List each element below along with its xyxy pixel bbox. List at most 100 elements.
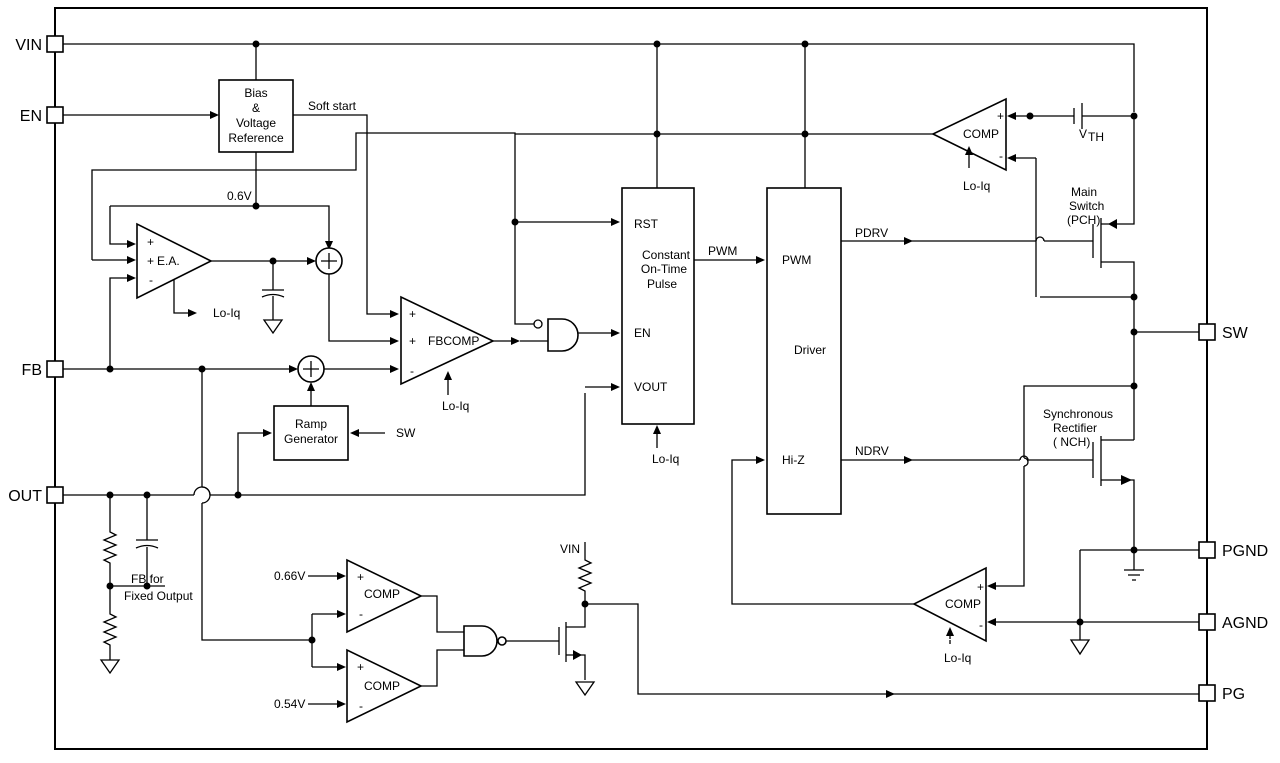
pg-pullup-resistor [577,542,593,608]
svg-text:-: - [359,699,363,713]
svg-text:-: - [359,607,363,621]
fbcomp: + + - FBCOMP [400,295,495,386]
svg-text:Main: Main [1071,185,1097,199]
pin-en-label: EN [20,108,42,125]
svg-text:E.A.: E.A. [157,254,180,268]
pgnd-net [1069,546,1199,656]
svg-text:-: - [979,618,983,632]
svg-text:COMP: COMP [963,127,999,141]
svg-text:Switch: Switch [1069,199,1104,213]
pin-vin: VIN [15,35,64,54]
constant-on-time-block: RST Constant On-Time Pulse EN VOUT [621,187,695,425]
svg-text:+: + [997,109,1004,123]
svg-text:(PCH): (PCH) [1067,213,1100,227]
error-amplifier: + + - E.A. [136,222,213,300]
comp-zero-lo-iq: Lo-Iq [944,651,971,665]
pdrv-label: PDRV [855,226,888,240]
pin-pgnd-label: PGND [1222,543,1268,560]
svg-text:COMP: COMP [945,597,981,611]
svg-text:+: + [409,334,416,348]
svg-text:EN: EN [634,326,651,340]
svg-text:Voltage: Voltage [236,116,276,130]
svg-text:Rectifier: Rectifier [1053,421,1097,435]
svg-text:FBCOMP: FBCOMP [428,334,479,348]
ndrv-label: NDRV [855,444,889,458]
ref-06v-label: 0.6V [227,189,252,203]
fbcomp-lo-iq: Lo-Iq [442,399,469,413]
svg-text:COMP: COMP [364,587,400,601]
vth-label: V [1079,127,1087,141]
pin-agnd-label: AGND [1222,615,1268,632]
svg-text:Synchronous: Synchronous [1043,407,1113,421]
pin-out-label: OUT [8,488,42,505]
comp-pg-high: + - COMP [346,558,423,634]
pin-sw-label: SW [1222,325,1249,342]
svg-text:+: + [147,235,154,249]
pg-nmos [558,604,596,697]
pin-fb: FB [22,360,64,379]
soft-start-label: Soft start [308,99,357,113]
pin-pg: PG [1198,684,1245,703]
ramp-generator: Ramp Generator [273,405,349,461]
svg-text:PWM: PWM [782,253,811,267]
svg-text:Bias: Bias [244,86,267,100]
pwm-label: PWM [708,244,737,258]
comp-zero-cross: + - COMP [912,566,987,643]
fb-fixed-label-2: Fixed Output [124,589,193,603]
pin-fb-label: FB [22,362,42,379]
vth-sub-label: TH [1088,130,1104,144]
summer-top [315,247,343,275]
pin-en: EN [20,106,64,125]
ramp-sw-label: SW [396,426,416,440]
svg-text:On-Time: On-Time [641,262,688,276]
nand-gate [463,625,507,657]
pin-pg-label: PG [1222,686,1245,703]
feedback-divider [99,495,165,675]
svg-text:+: + [409,307,416,321]
feedforward-capacitor [135,495,159,586]
svg-text:+: + [147,254,154,268]
svg-text:COMP: COMP [364,679,400,693]
comp-vth: + - COMP [931,97,1007,172]
sync-rectifier-nch [1092,436,1135,550]
vin-rail [63,40,1135,188]
svg-text:-: - [999,149,1003,163]
svg-text:&: & [252,101,260,115]
cot-lo-iq: Lo-Iq [652,452,679,466]
comp-pg-low: + - COMP [346,648,423,724]
pin-vin-label: VIN [15,37,42,54]
svg-text:Reference: Reference [228,131,284,145]
vth-source [1026,103,1138,129]
bias-voltage-reference: Bias & Voltage Reference [218,79,294,153]
comp-vth-lo-iq: Lo-Iq [963,179,990,193]
svg-text:-: - [149,273,153,287]
driver-block: PWM Driver Hi-Z [766,187,842,515]
ic-boundary [54,7,1208,750]
ea-lo-iq: Lo-Iq [213,306,240,320]
svg-text:Generator: Generator [284,432,338,446]
ref-054v-label: 0.54V [274,697,305,711]
pin-agnd: AGND [1198,613,1268,632]
svg-text:Pulse: Pulse [647,277,677,291]
main-switch-pch [1092,116,1135,297]
ref-066v-label: 0.66V [274,569,305,583]
fb-fixed-label-1: FB for [131,572,164,586]
vin-pullup-label: VIN [560,542,580,556]
svg-text:Hi-Z: Hi-Z [782,453,805,467]
svg-text:( NCH): ( NCH) [1053,435,1090,449]
svg-text:-: - [410,364,414,378]
svg-text:Driver: Driver [794,343,826,357]
summer-ramp [297,355,325,383]
svg-text:Constant: Constant [642,248,691,262]
svg-text:VOUT: VOUT [634,380,668,394]
pin-sw: SW [1198,323,1249,342]
pin-pgnd: PGND [1198,541,1268,560]
svg-text:Ramp: Ramp [295,417,327,431]
svg-text:RST: RST [634,217,659,231]
svg-text:+: + [977,580,984,594]
and-gate [547,318,579,352]
comp-capacitor [261,261,285,335]
svg-text:+: + [357,660,364,674]
pin-out: OUT [8,486,64,505]
